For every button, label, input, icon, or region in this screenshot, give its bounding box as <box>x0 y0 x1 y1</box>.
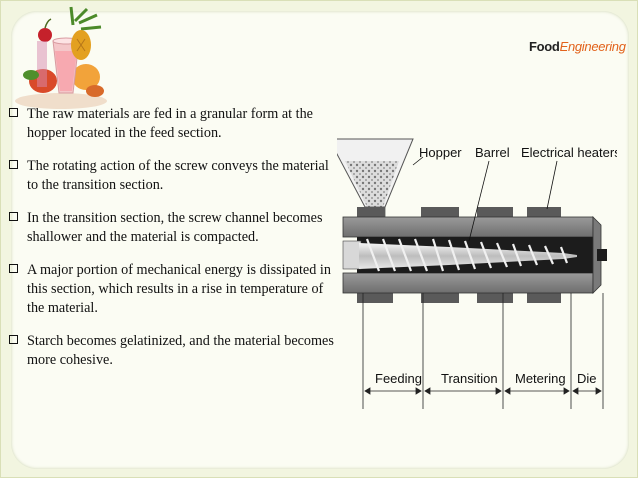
section-dividers <box>362 293 604 409</box>
checkbox-bullet-icon <box>9 160 18 169</box>
section-arrows <box>364 387 602 395</box>
hopper-label: Hopper <box>419 145 462 160</box>
electrical-heaters-label: Electrical heaters <box>521 145 617 160</box>
label-leaders <box>412 156 558 242</box>
feeding-label: Feeding <box>375 371 422 386</box>
screw-shape <box>342 238 577 272</box>
bullet-text: The rotating action of the screw conveys… <box>27 158 329 193</box>
food-engineering-logo: FoodEngineering <box>529 39 626 55</box>
checkbox-bullet-icon <box>9 264 18 273</box>
transition-label: Transition <box>441 371 498 386</box>
bullet-text: In the transition section, the screw cha… <box>27 210 323 245</box>
bullet-text: The raw materials are fed in a granular … <box>27 106 313 141</box>
bullet-item: Starch becomes gelatinized, and the mate… <box>9 332 339 370</box>
extruder-diagram: Hopper Barrel Electrical heaters Feeding… <box>337 138 617 409</box>
bullet-text: A major portion of mechanical energy is … <box>27 262 331 316</box>
bullet-item: In the transition section, the screw cha… <box>9 209 339 247</box>
logo-engineering-text: Engineering <box>559 39 626 54</box>
die-label: Die <box>577 371 597 386</box>
bullet-text: Starch becomes gelatinized, and the mate… <box>27 333 334 368</box>
heater-bands <box>357 207 561 303</box>
checkbox-bullet-icon <box>9 335 18 344</box>
bullet-item: A major portion of mechanical energy is … <box>9 261 339 318</box>
metering-label: Metering <box>515 371 566 386</box>
bullet-list: The raw materials are fed in a granular … <box>9 105 339 384</box>
fruit-smoothie-icon <box>15 6 107 109</box>
bullet-item: The raw materials are fed in a granular … <box>9 105 339 143</box>
barrel-label: Barrel <box>475 145 510 160</box>
checkbox-bullet-icon <box>9 108 18 117</box>
bullet-item: The rotating action of the screw conveys… <box>9 157 339 195</box>
logo-food-text: Food <box>529 39 560 54</box>
checkbox-bullet-icon <box>9 212 18 221</box>
